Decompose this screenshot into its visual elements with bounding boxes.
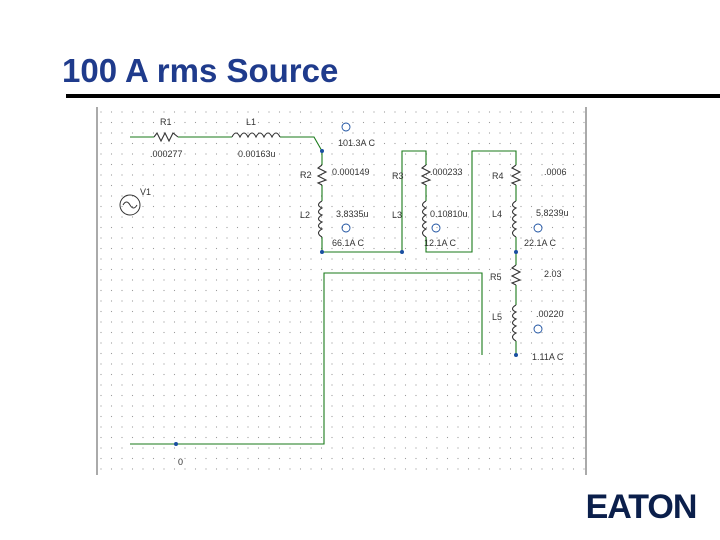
label-l3-value: 0.10810u (430, 209, 468, 219)
schematic-grid (96, 107, 587, 475)
label-r4-name: R4 (492, 171, 504, 181)
label-r4-value: .0006 (544, 167, 567, 177)
wire-branch-3 (425, 150, 517, 253)
circuit-schematic: V1 0 R1 .000277 L1 0.00163u R2 0.000149 … (96, 107, 587, 475)
label-l1-name: L1 (246, 117, 256, 127)
source-label: V1 (140, 187, 151, 197)
wire-top (130, 136, 323, 152)
label-r1-value: .000277 (150, 149, 183, 159)
resistor-r4 (510, 164, 522, 186)
label-l4-value: 5.8239u (536, 208, 569, 218)
wire-branch-5 (130, 272, 517, 445)
label-r5-value: 2.03 (544, 269, 562, 279)
probe-2-label: 66.1A C (332, 238, 365, 248)
eaton-logo-text: EATON (586, 488, 696, 524)
probe-icon (533, 324, 543, 334)
label-l1-value: 0.00163u (238, 149, 276, 159)
inductor-l3 (421, 200, 428, 238)
resistor-r3 (420, 164, 432, 186)
resistor-r2 (316, 164, 328, 186)
probe-icon (431, 223, 441, 233)
probe-icon (341, 122, 351, 132)
title-rule (66, 94, 720, 98)
label-l3-name: L3 (392, 210, 402, 220)
slide-title: 100 A rms Source (62, 52, 339, 89)
probe-5-label: 1.11A C (532, 352, 564, 362)
probe-1-label: 101.3A C (338, 138, 376, 148)
inductor-l4 (511, 200, 518, 238)
node-dot (514, 353, 518, 357)
node-dot (400, 250, 404, 254)
label-l2-name: L2 (300, 210, 310, 220)
ac-source-wave (122, 201, 138, 209)
node-dot (320, 149, 324, 153)
eaton-logo: EATON (586, 488, 696, 524)
wire-branch-2 (321, 150, 427, 253)
label-r5-name: R5 (490, 272, 502, 282)
resistor-r1 (153, 131, 179, 143)
ground-node-dot (174, 442, 178, 446)
probe-4-label: 22.1A C (524, 238, 557, 248)
inductor-l1 (231, 132, 281, 139)
probe-icon (533, 223, 543, 233)
label-l4-name: L4 (492, 209, 502, 219)
label-l2-value: 3.8335u (336, 209, 369, 219)
node-dot (514, 250, 518, 254)
label-r3-value: .000233 (430, 167, 463, 177)
probe-3-label: 12.1A C (424, 238, 457, 248)
label-l5-name: L5 (492, 312, 502, 322)
resistor-r5 (510, 264, 522, 286)
ac-source-symbol (119, 194, 141, 216)
label-r3-name: R3 (392, 171, 404, 181)
label-r2-value: 0.000149 (332, 167, 370, 177)
label-l5-value: .00220 (536, 309, 564, 319)
inductor-l5 (511, 304, 518, 342)
label-r1-name: R1 (160, 117, 172, 127)
probe-icon (341, 223, 351, 233)
node-dot (320, 250, 324, 254)
ground-label: 0 (178, 457, 183, 467)
label-r2-name: R2 (300, 170, 312, 180)
inductor-l2 (317, 200, 324, 238)
